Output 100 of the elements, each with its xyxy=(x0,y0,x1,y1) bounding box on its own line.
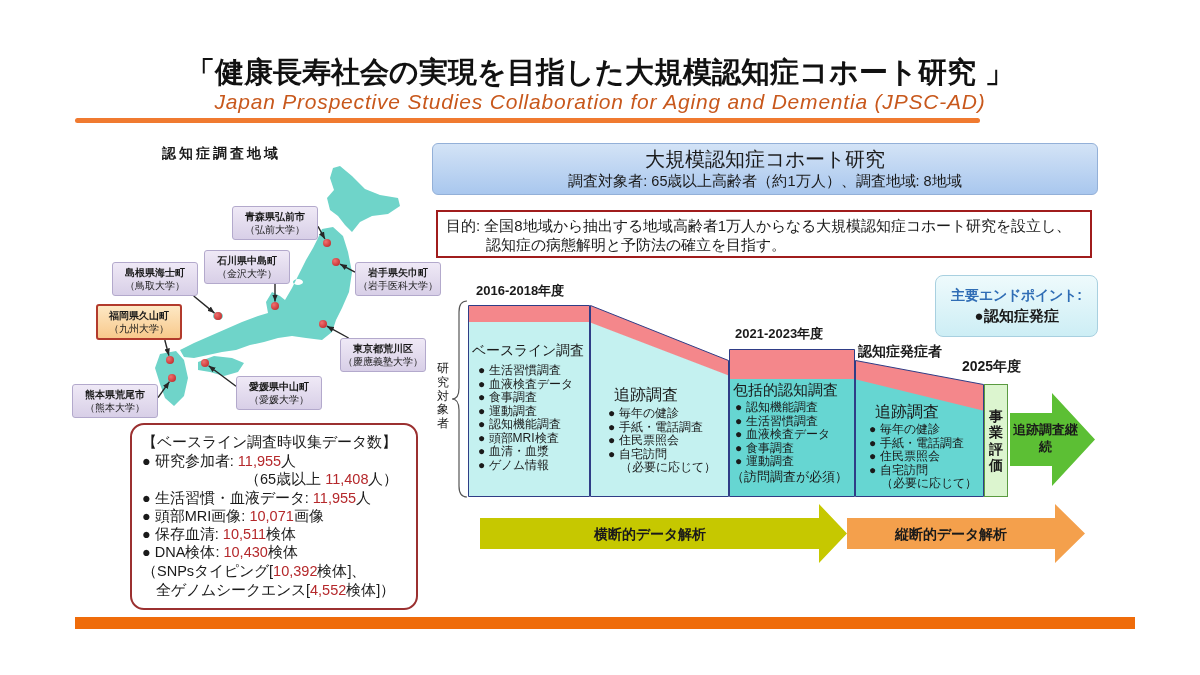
location-dot xyxy=(201,359,209,367)
year-label: 2021-2023年度 xyxy=(735,326,824,342)
list-item: ● 手紙・電話調査 xyxy=(608,420,703,434)
banner-title: 大規模認知症コホート研究 xyxy=(645,147,885,173)
place-name: 島根県海士町 xyxy=(125,266,185,279)
phase-heading: 追跡調査 xyxy=(875,403,939,421)
list-item: ● 血液検査データ xyxy=(735,428,830,442)
list-item: ● 血清・血漿 xyxy=(478,445,549,459)
purpose-text: 目的: 全国8地域から抽出する地域高齢者1万人からなる大規模認知症コホート研究を設立し、認知症の病態解明と予防法の確立を目指す。 xyxy=(446,216,1073,254)
banner-label: 横断的データ解析 xyxy=(593,525,706,543)
location-box xyxy=(72,384,158,418)
endpoint-box xyxy=(935,275,1098,337)
list-item: （SNPsタイピング[10,392検体]、全ゲノムシークエンス[4,552検体]） xyxy=(142,562,397,599)
brace-label: 研究対象者 xyxy=(437,362,449,431)
phase-block xyxy=(590,305,729,497)
list-item: （必要に応じて） xyxy=(620,461,716,475)
list-item: ● 毎年の健診 xyxy=(869,423,940,437)
list-item: ● 認知機能調査 xyxy=(478,418,561,432)
arrow xyxy=(272,283,278,303)
list-item: ● DNA検体: 10,430検体 xyxy=(142,543,298,562)
phase-heading: 包括的認知調査 xyxy=(733,382,838,399)
university-name: （熊本大学） xyxy=(85,401,145,414)
list-item: ● ゲノム情報 xyxy=(478,458,549,472)
place-name: 東京都荒川区 xyxy=(353,342,413,355)
banner-subtitle: 調査対象者: 65歳以上高齢者（約1万人）、調査地域: 8地域 xyxy=(568,172,962,191)
purpose-box xyxy=(436,210,1092,258)
location-dot xyxy=(166,356,174,364)
list-item: ● 頭部MRI検査 xyxy=(478,431,559,445)
university-name: （鳥取大学） xyxy=(125,279,185,292)
university-name: （慶應義塾大学） xyxy=(343,355,423,368)
pointed-banner xyxy=(480,504,847,563)
place-name: 熊本県荒尾市 xyxy=(85,388,145,401)
university-name: （九州大学） xyxy=(109,322,169,335)
university-name: （弘前大学） xyxy=(245,223,305,236)
list-item: ● 毎年の健診 xyxy=(608,407,679,421)
list-item: ●認知症発症 xyxy=(974,306,1059,327)
band-label: 認知症発症者 xyxy=(858,343,942,360)
list-item: ● 生活習慣調査 xyxy=(735,414,818,428)
list-item: ● 住民票照会 xyxy=(869,450,940,464)
data-card xyxy=(130,423,418,610)
arrow xyxy=(157,381,171,399)
list-item: ● 生活習慣・血液データ: 11,955人 xyxy=(142,489,372,508)
phase-heading: 追跡調査 xyxy=(614,386,678,404)
list-item: ● 生活習慣調査 xyxy=(478,364,561,378)
pointed-banner xyxy=(1010,393,1095,486)
university-name: （岩手医科大学） xyxy=(358,279,438,292)
location-box xyxy=(340,338,426,372)
list-item: （65歳以上 11,408人） xyxy=(245,470,399,489)
list-item: （訪問調査が必須） xyxy=(731,470,848,485)
stage-label: 事業評価 xyxy=(989,408,1003,473)
arrow xyxy=(164,339,170,357)
location-dot xyxy=(323,239,331,247)
list-item: ● 食事調査 xyxy=(735,441,794,455)
list-item: ● 認知機能調査 xyxy=(735,401,818,415)
location-dot xyxy=(271,302,279,310)
university-name: （金沢大学） xyxy=(217,267,277,280)
university-name: （愛媛大学） xyxy=(249,393,309,406)
location-box xyxy=(232,206,318,240)
list-item: ● 研究参加者: 11,955人 xyxy=(142,452,297,471)
place-name: 石川県中島町 xyxy=(217,254,277,267)
list-item: ● 保存血清: 10,511検体 xyxy=(142,525,297,544)
list-item: ● 自宅訪問 xyxy=(869,463,928,477)
list-item: ● 運動調査 xyxy=(735,455,794,469)
place-name: 愛媛県中山町 xyxy=(249,380,309,393)
location-dot xyxy=(214,312,222,320)
year-label: 2025年度 xyxy=(962,358,1022,375)
list-item: ● 運動調査 xyxy=(478,404,537,418)
location-box xyxy=(236,376,322,410)
subtitle: Japan Prospective Studies Collaboration for Aging and Dementia (JPSC-AD) xyxy=(214,89,986,115)
location-box xyxy=(355,262,441,296)
list-item: ● 住民票照会 xyxy=(608,434,679,448)
phase-block xyxy=(468,305,590,497)
list-item: ● 手紙・電話調査 xyxy=(869,436,964,450)
map-heading: 認知症調査地域 xyxy=(162,145,281,162)
place-name: 福岡県久山町 xyxy=(109,309,169,322)
location-dot xyxy=(332,258,340,266)
location-box xyxy=(96,304,182,340)
arrow xyxy=(207,365,237,387)
list-item: ● 頭部MRI画像: 10,071画像 xyxy=(142,507,324,526)
card-heading: 【ベースライン調査時収集データ数】 xyxy=(142,433,397,452)
location-box xyxy=(204,250,290,284)
heading-banner xyxy=(432,143,1098,195)
list-item: ● 自宅訪問 xyxy=(608,447,667,461)
endpoint-heading: 主要エンドポイント: xyxy=(951,285,1082,305)
stage-box xyxy=(984,384,1008,497)
pointed-banner xyxy=(847,504,1085,563)
list-item: （必要に応じて） xyxy=(881,477,977,491)
title: 「健康長寿社会の実現を目指した大規模認知症コホート研究 」 xyxy=(186,55,1014,90)
location-dot xyxy=(319,320,327,328)
phase-heading: ベースライン調査 xyxy=(472,343,584,359)
year-label: 2016-2018年度 xyxy=(476,283,565,299)
location-dot xyxy=(168,374,176,382)
place-name: 岩手県矢巾町 xyxy=(368,266,428,279)
arrow xyxy=(317,225,326,240)
list-item: ● 食事調査 xyxy=(478,391,537,405)
banner-label: 縦断的データ解析 xyxy=(895,525,1007,543)
phase-block xyxy=(729,349,855,497)
location-box xyxy=(112,262,198,296)
place-name: 青森県弘前市 xyxy=(245,210,305,223)
arrow xyxy=(326,325,350,339)
